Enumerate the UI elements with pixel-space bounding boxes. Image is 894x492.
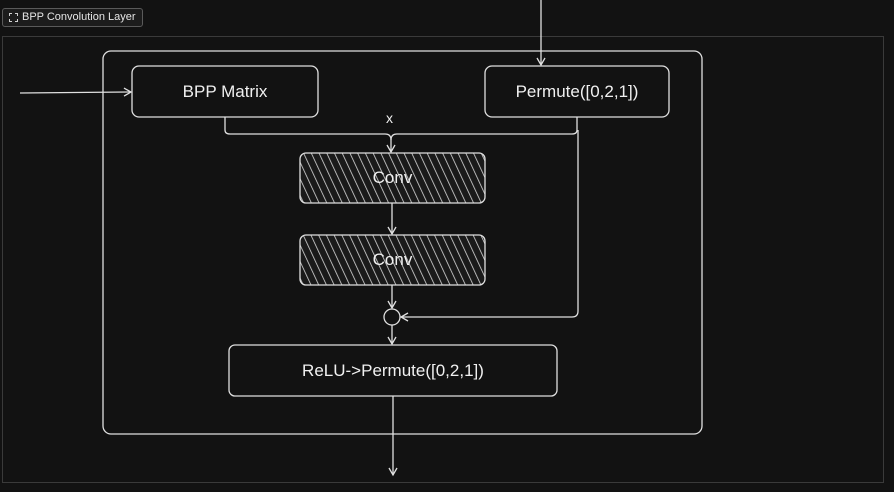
permute-top-label: Permute([0,2,1]) xyxy=(515,81,639,101)
frame-icon xyxy=(9,13,18,22)
conv2-label: Conv xyxy=(372,250,413,269)
frame-title: BPP Convolution Layer xyxy=(22,11,136,23)
canvas-area[interactable] xyxy=(2,36,884,483)
multiply-label: x xyxy=(386,110,393,126)
input-arrow xyxy=(19,87,133,97)
relu-permute-label: ReLU->Permute([0,2,1]) xyxy=(302,360,484,380)
conv1-label: Conv xyxy=(372,168,413,187)
outer-container[interactable] xyxy=(102,50,703,435)
bpp-matrix-label: BPP Matrix xyxy=(182,81,268,101)
edge-skip-connection xyxy=(399,130,579,322)
frame-tag[interactable]: BPP Convolution Layer xyxy=(2,8,143,27)
edge-permute-to-conv xyxy=(390,117,578,141)
edge-bpp-to-conv xyxy=(224,117,396,154)
sum-node[interactable] xyxy=(383,308,401,326)
